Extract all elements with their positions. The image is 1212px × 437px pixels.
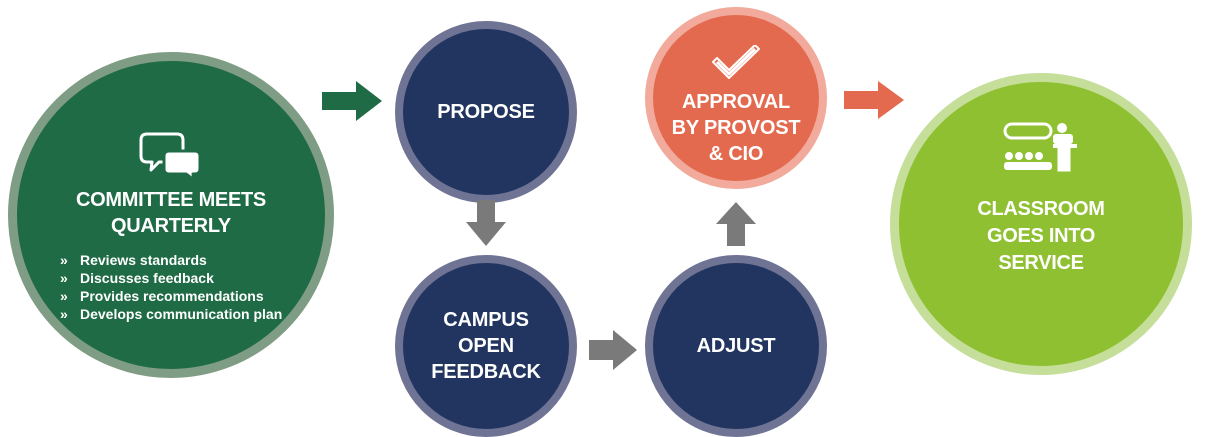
committee-bullet-list: » Reviews standards » Discusses feedback »… bbox=[56, 251, 286, 323]
approval-label: APPROVAL BY PROVOST & CIO bbox=[671, 91, 801, 165]
arrow-approval-to-classroom bbox=[844, 81, 904, 119]
arrow-propose-to-feedback bbox=[466, 200, 506, 246]
bullet-marker: » bbox=[60, 252, 68, 268]
arrow-adjust-to-approval bbox=[716, 202, 756, 246]
chat-bubbles-icon bbox=[139, 132, 202, 181]
classroom-label: CLASSROOM GOES INTO SERVICE bbox=[977, 198, 1105, 274]
arrow-feedback-to-adjust bbox=[589, 330, 637, 370]
propose-label: PROPOSE bbox=[437, 101, 535, 123]
campus-feedback-label: CAMPUS OPEN FEEDBACK bbox=[431, 309, 541, 383]
bullet-text: Reviews standards bbox=[80, 252, 207, 268]
bullet-text: Discusses feedback bbox=[80, 270, 214, 286]
list-item: » Provides recommendations bbox=[56, 287, 286, 305]
adjust-circle: ADJUST bbox=[645, 255, 827, 437]
classroom-presenter-icon bbox=[1003, 122, 1077, 173]
bullet-marker: » bbox=[60, 270, 68, 286]
bullet-text: Develops communication plan bbox=[80, 306, 283, 322]
bullet-marker: » bbox=[60, 306, 68, 322]
bullet-marker: » bbox=[60, 288, 68, 304]
list-item: » Discusses feedback bbox=[56, 269, 286, 287]
propose-circle: PROPOSE bbox=[395, 21, 577, 203]
committee-circle: COMMITTEE MEETS QUARTERLY » Reviews stand… bbox=[8, 52, 334, 378]
bullet-text: Provides recommendations bbox=[80, 288, 264, 304]
list-item: » Develops communication plan bbox=[56, 305, 286, 323]
list-item: » Reviews standards bbox=[56, 251, 286, 269]
campus-feedback-circle: CAMPUS OPEN FEEDBACK bbox=[395, 255, 577, 437]
adjust-label: ADJUST bbox=[696, 335, 776, 357]
approval-circle: APPROVAL BY PROVOST & CIO bbox=[645, 7, 827, 189]
checkmark-icon bbox=[712, 45, 760, 79]
arrow-committee-to-propose bbox=[322, 81, 382, 121]
committee-title: COMMITTEE MEETS QUARTERLY bbox=[76, 189, 266, 237]
classroom-circle: CLASSROOM GOES INTO SERVICE bbox=[890, 73, 1192, 375]
